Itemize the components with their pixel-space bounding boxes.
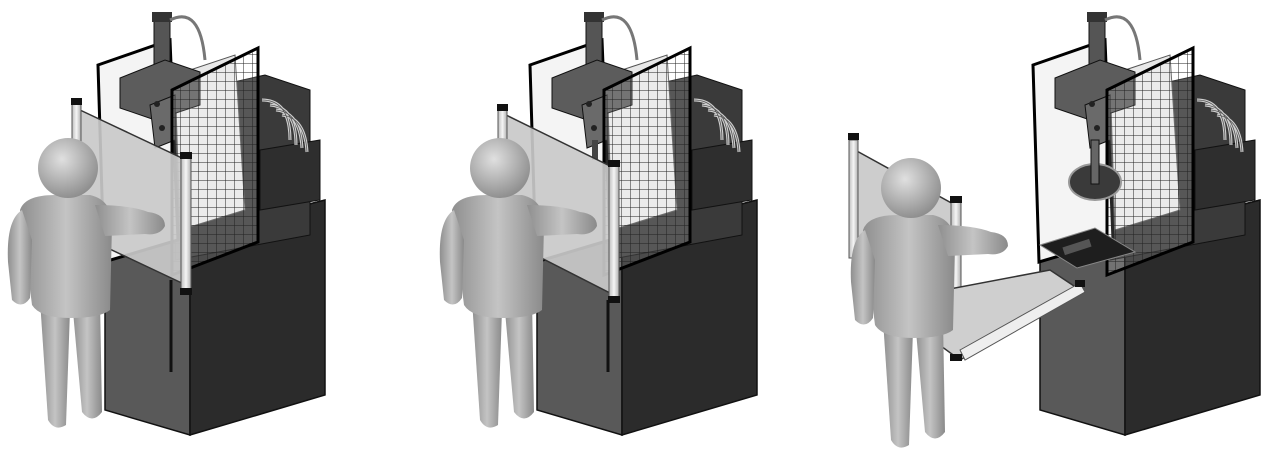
panel-2-opening <box>439 10 759 437</box>
press-machine-3 <box>1031 10 1262 437</box>
panel-1-closed <box>7 10 327 437</box>
panel-3-open <box>848 10 1262 448</box>
